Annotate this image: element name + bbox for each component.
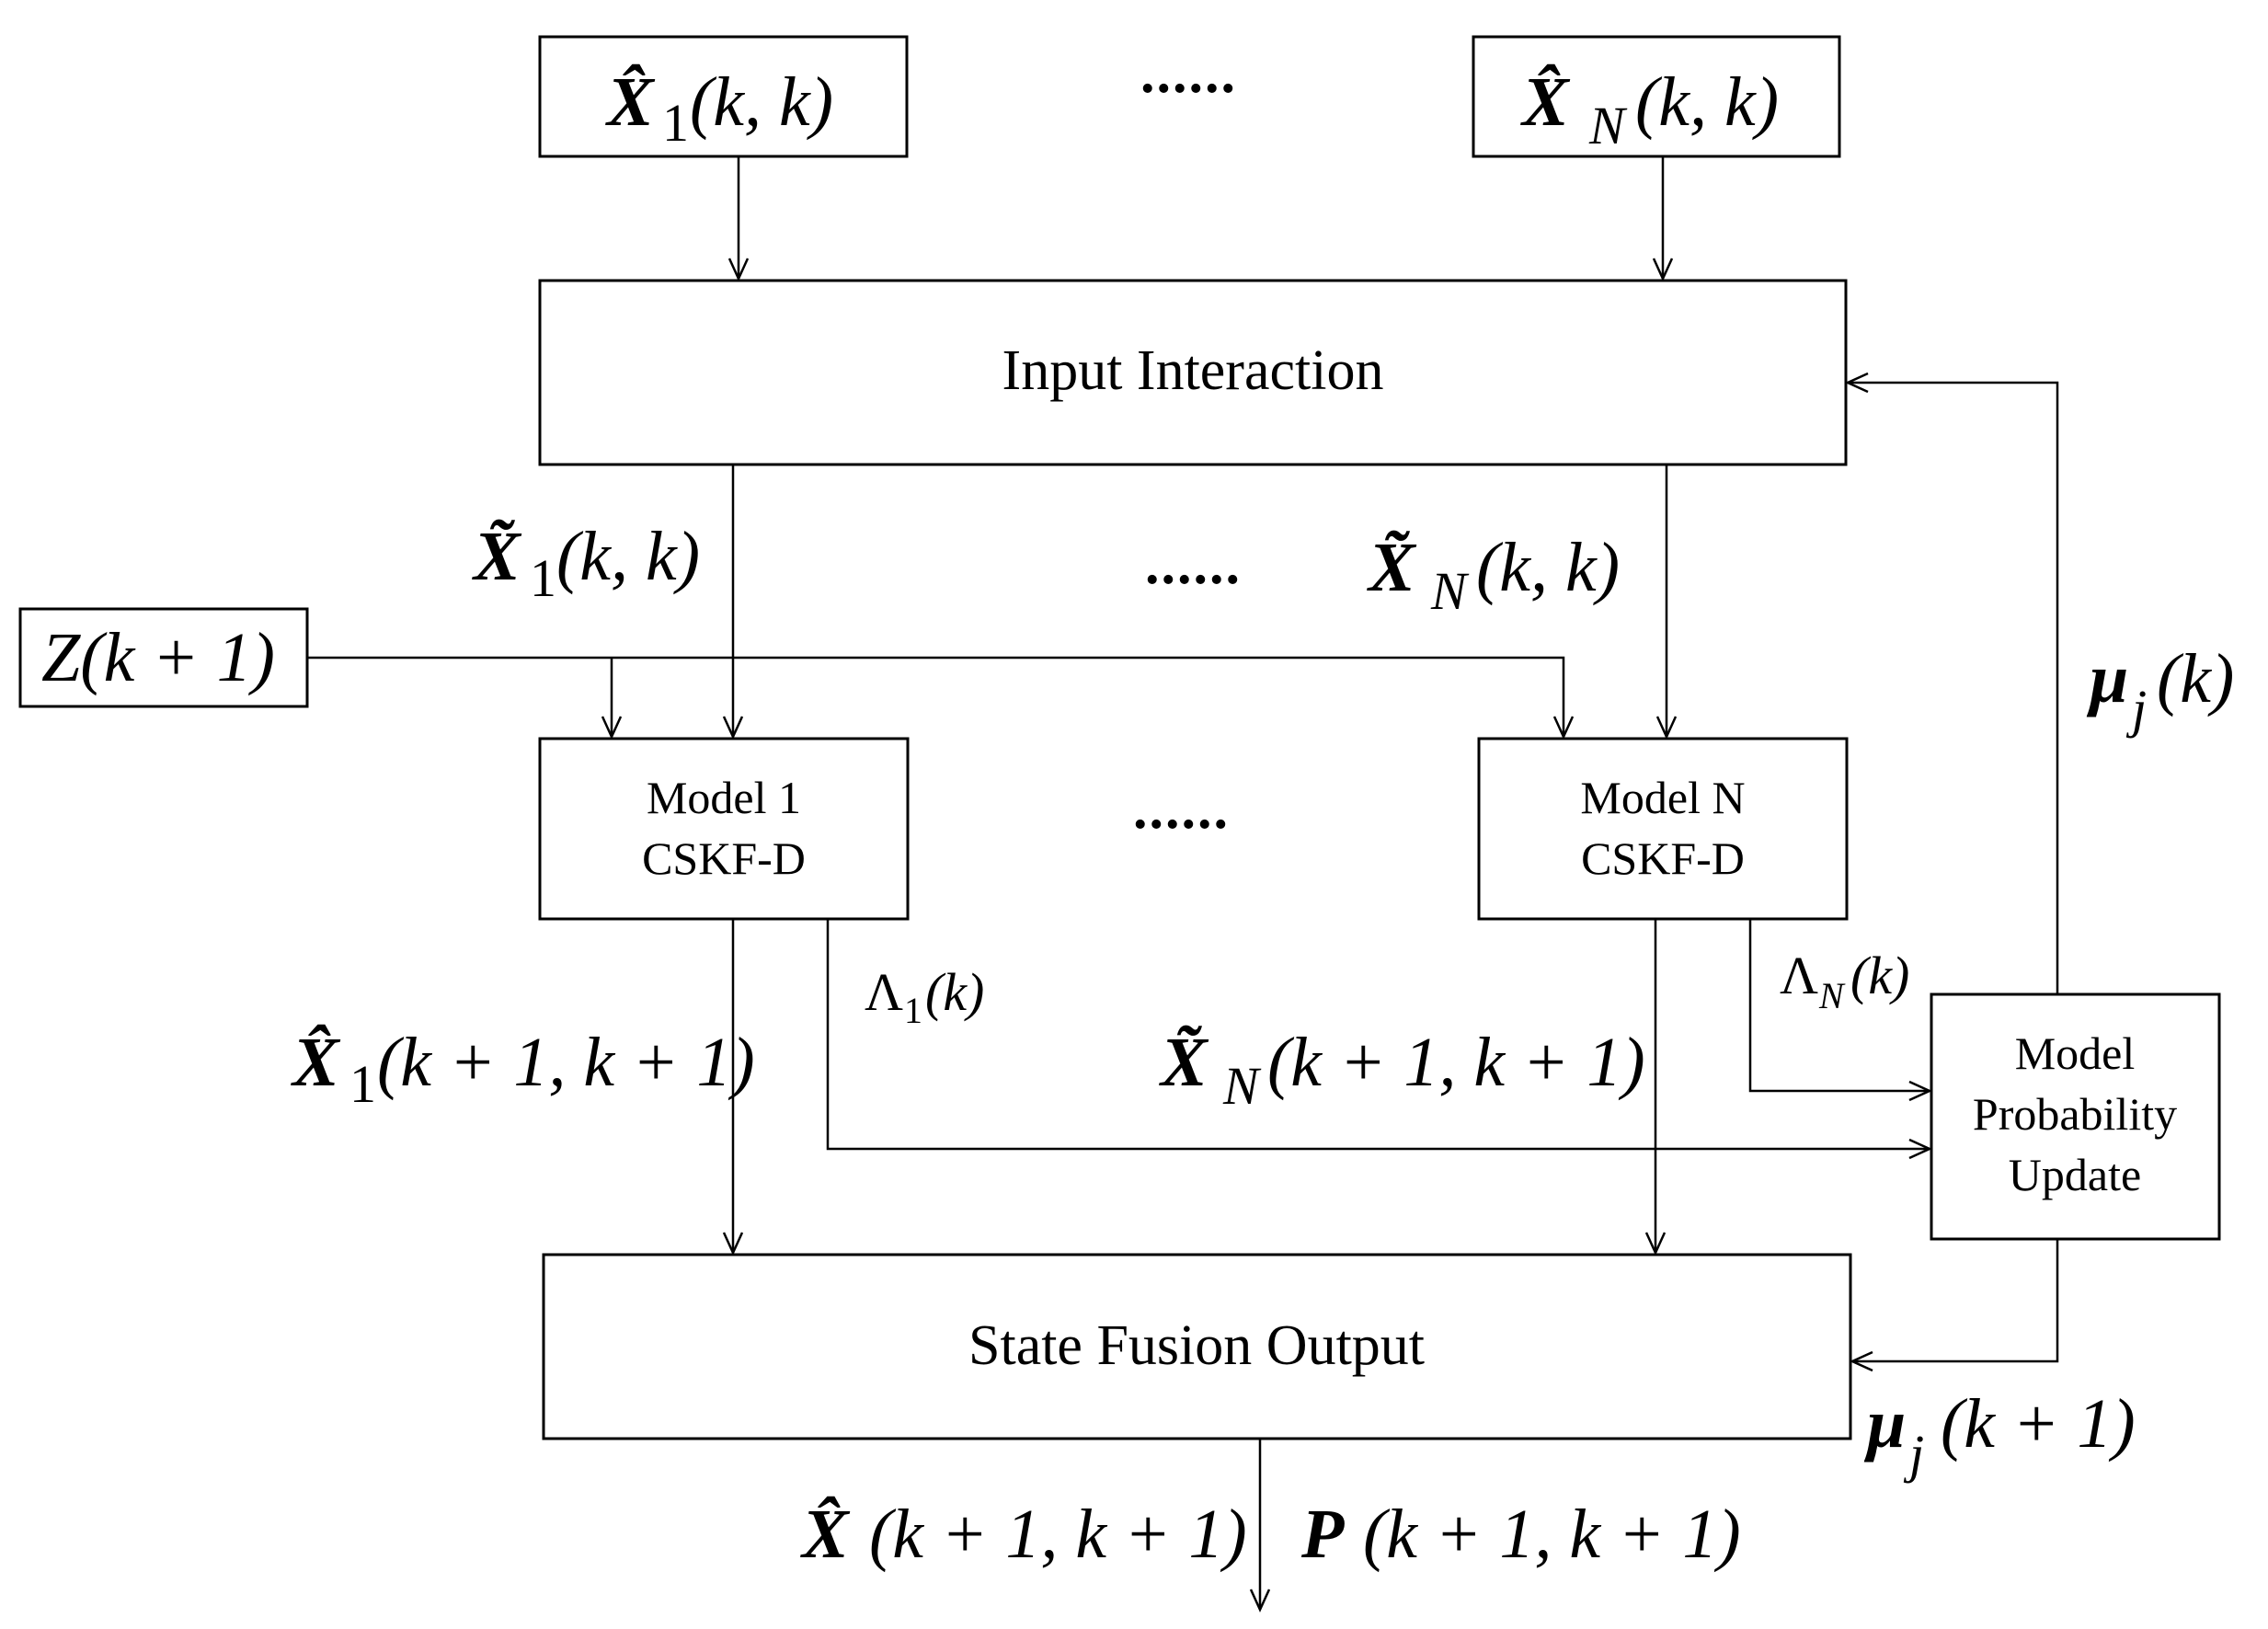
- label-lambda-1: Λ 1 (k): [865, 962, 984, 1031]
- svg-text:(k + 1, k + 1): (k + 1, k + 1): [869, 1496, 1247, 1573]
- svg-text:X̂: X̂: [291, 1024, 341, 1101]
- measurement-bus: [307, 656, 1565, 676]
- model-n-title: Model N: [1580, 772, 1745, 823]
- model-n-filter: CSKF-D: [1581, 832, 1745, 884]
- arrow-lambda1-to-update: [826, 919, 1933, 1160]
- arrow-lambdan-to-update: [1748, 919, 1933, 1102]
- xn-hat-symbol: X̂: [1520, 63, 1571, 141]
- model-1-block: Model 1 CSKF-D: [538, 737, 910, 921]
- probability-update-line1: Model: [2015, 1027, 2136, 1079]
- label-xn-tilde-next: X̃ N (k + 1, k + 1): [1159, 1024, 1645, 1116]
- svg-text:X̃: X̃: [1367, 529, 1417, 606]
- svg-text:(k + 1): (k + 1): [1941, 1385, 2136, 1463]
- x1-hat-symbol: X̂: [605, 63, 656, 141]
- x1-hat-arg: (k, k): [690, 63, 833, 141]
- xn-hat-arg: (k, k): [1635, 63, 1779, 141]
- state-fusion-label: State Fusion Output: [968, 1314, 1425, 1377]
- xn-hat-sub: N: [1588, 96, 1628, 155]
- label-mu-k: μ j (k): [2086, 640, 2234, 739]
- svg-text:(k + 1, k + 1): (k + 1, k + 1): [1267, 1024, 1645, 1101]
- input-xn-block: X̂ N (k, k): [1472, 35, 1841, 158]
- svg-text:X̃: X̃: [472, 518, 522, 595]
- arrow-update-to-interaction: [1844, 372, 2059, 994]
- svg-text:Λ: Λ: [1780, 946, 1818, 1005]
- probability-update-line3: Update: [2009, 1149, 2141, 1200]
- svg-text:(k): (k): [1850, 946, 1909, 1005]
- label-lambda-n: Λ N (k): [1780, 946, 1909, 1016]
- measurement-block: Z(k + 1): [18, 607, 309, 708]
- x1-hat-sub: 1: [662, 93, 689, 153]
- svg-text:(k + 1, k + 1): (k + 1, k + 1): [377, 1024, 755, 1101]
- label-x1-hat-next: X̂ 1 (k + 1, k + 1): [291, 1024, 755, 1114]
- state-fusion-block: State Fusion Output: [542, 1253, 1852, 1440]
- svg-text:j: j: [2125, 679, 2147, 739]
- svg-text:μ: μ: [1863, 1385, 1906, 1463]
- label-output-x-hat: X̂ (k + 1, k + 1): [800, 1496, 1247, 1573]
- input-x1-block: X̂ 1 (k, k): [538, 35, 909, 158]
- svg-text:1: 1: [349, 1054, 376, 1114]
- svg-text:(k): (k): [2157, 640, 2234, 717]
- svg-text:N: N: [1430, 561, 1470, 621]
- svg-text:(k + 1, k + 1): (k + 1, k + 1): [1363, 1496, 1741, 1573]
- label-output-p: P (k + 1, k + 1): [1300, 1496, 1741, 1573]
- model-1-filter: CSKF-D: [642, 832, 806, 884]
- input-interaction-label: Input Interaction: [1002, 339, 1384, 402]
- svg-text:Λ: Λ: [865, 962, 903, 1022]
- svg-text:1: 1: [530, 548, 556, 608]
- svg-text:X̃: X̃: [1159, 1024, 1209, 1101]
- label-x1-tilde: X̃ 1 (k, k): [472, 518, 700, 608]
- probability-update-block: Model Probability Update: [1930, 992, 2221, 1241]
- svg-text:P: P: [1300, 1496, 1345, 1573]
- label-xn-tilde: X̃ N (k, k): [1367, 529, 1620, 621]
- ellipsis-models: ......: [1133, 778, 1230, 841]
- svg-text:(k): (k): [925, 962, 984, 1022]
- svg-text:(k, k): (k, k): [1476, 529, 1620, 606]
- svg-text:1: 1: [904, 990, 922, 1031]
- label-mu-k1: μ j (k + 1): [1863, 1385, 2136, 1484]
- ellipsis-top: ......: [1140, 42, 1237, 105]
- model-1-title: Model 1: [647, 772, 801, 823]
- input-interaction-block: Input Interaction: [538, 279, 1848, 466]
- svg-text:j: j: [1903, 1424, 1924, 1484]
- svg-text:N: N: [1222, 1056, 1262, 1116]
- model-n-block: Model N CSKF-D: [1477, 737, 1849, 921]
- probability-update-line2: Probability: [1973, 1088, 2177, 1140]
- ellipsis-middle: ......: [1145, 533, 1242, 596]
- arrow-update-to-fusion: [1849, 1239, 2059, 1372]
- svg-text:X̂: X̂: [800, 1496, 851, 1573]
- svg-text:(k, k): (k, k): [556, 518, 700, 595]
- svg-text:N: N: [1818, 975, 1846, 1016]
- measurement-label: Z(k + 1): [41, 619, 275, 696]
- svg-text:μ: μ: [2086, 640, 2128, 717]
